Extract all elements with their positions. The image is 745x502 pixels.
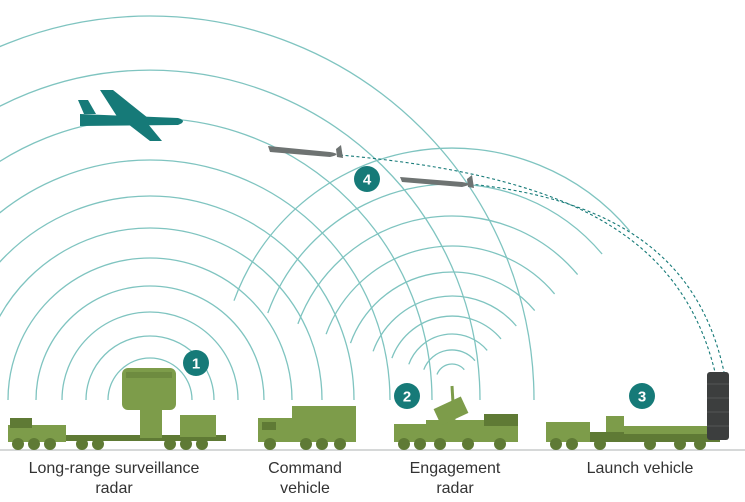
svg-text:1: 1	[192, 356, 200, 373]
radar-wave-arc	[0, 227, 323, 401]
radar-wave-arc	[0, 15, 535, 401]
cruise-missile-icon	[268, 145, 343, 158]
engagement-wave-arc	[372, 295, 517, 352]
radar-wave-arc	[61, 311, 239, 401]
engagement-wave-arc	[423, 349, 476, 370]
radar-wave-arc	[107, 357, 193, 401]
surveillance-radar-waves	[0, 15, 535, 401]
caption-engagement-radar: Engagement radar	[409, 460, 501, 497]
engagement-wave-arc	[408, 333, 488, 365]
caption-command-vehicle: Command vehicle	[268, 460, 342, 497]
badge-3: 3	[629, 383, 655, 409]
missile-trajectories	[339, 154, 725, 373]
command-truck-icon	[258, 406, 356, 450]
svg-text:2: 2	[403, 389, 411, 406]
engagement-wave-arc	[349, 271, 536, 344]
svg-text:3: 3	[638, 389, 646, 406]
caption-surveillance-radar: Long-range surveillance radar	[28, 460, 200, 497]
badge-1: 1	[183, 350, 209, 376]
engagement-radar-beam	[233, 147, 631, 375]
radar-truck-icon	[8, 368, 226, 442]
cruise-missile-icon	[400, 175, 474, 188]
radar-wave-arc	[7, 257, 293, 401]
engagement-wave-arc	[391, 315, 502, 359]
engagement-wave-arc	[233, 147, 631, 301]
engagement-wave-arc	[325, 245, 556, 335]
engagement-wave-arc	[436, 363, 465, 375]
badge-4: 4	[354, 166, 380, 192]
launcher-truck-icon	[546, 372, 729, 450]
radar-wave-arc	[0, 159, 391, 401]
radar-wave-arc	[35, 285, 265, 401]
radar-wave-arc	[85, 335, 215, 401]
engagement-radar-truck-icon	[394, 385, 518, 450]
radar-wave-arc	[0, 69, 481, 401]
badge-2: 2	[394, 383, 420, 409]
svg-text:4: 4	[363, 172, 372, 189]
engagement-wave-arc	[267, 183, 603, 314]
airplane-icon	[78, 90, 183, 141]
engagement-wave-arc	[297, 215, 579, 325]
radar-wave-arc	[0, 117, 433, 401]
caption-launch-vehicle: Launch vehicle	[586, 460, 694, 477]
wheels	[12, 438, 208, 450]
radar-wave-arc	[0, 195, 355, 401]
